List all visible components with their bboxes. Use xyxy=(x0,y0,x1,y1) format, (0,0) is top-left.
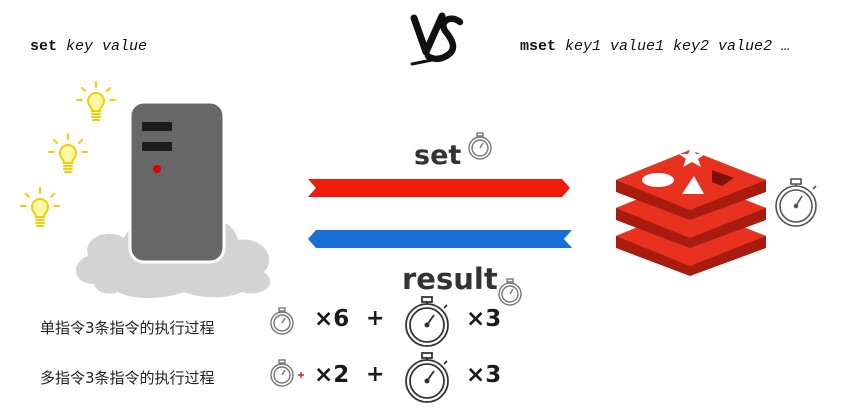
stopwatch-icon xyxy=(468,132,492,160)
request-label: set xyxy=(414,140,462,171)
big-multiplier: ×3 xyxy=(466,306,502,332)
lightbulb-icon xyxy=(20,187,60,227)
big-multiplier: ×3 xyxy=(466,362,502,388)
lightbulb-icon xyxy=(76,81,116,121)
stopwatch-icon xyxy=(270,307,294,335)
response-arrow xyxy=(308,230,572,248)
stopwatch-icon xyxy=(270,359,294,387)
server-icon xyxy=(128,100,226,264)
request-arrow xyxy=(308,179,570,197)
stopwatch-icon xyxy=(498,278,522,306)
right-command-args: key1 value1 key2 value2 … xyxy=(565,38,791,55)
lightbulb-icon xyxy=(48,133,88,173)
stopwatch-icon xyxy=(405,296,449,347)
left-command: set key value xyxy=(30,38,147,55)
left-command-keyword: set xyxy=(30,38,58,55)
right-command: mset key1 value1 key2 value2 … xyxy=(520,38,790,55)
row-label: 多指令3条指令的执行过程 xyxy=(40,369,215,387)
vs-logo xyxy=(410,12,464,66)
plus-sign: + xyxy=(366,362,385,387)
stopwatch-icon xyxy=(775,178,817,227)
redis-logo-icon xyxy=(616,146,766,276)
response-label: result xyxy=(402,262,498,296)
small-plus-icon xyxy=(298,372,304,378)
left-command-args: key value xyxy=(66,38,148,55)
plus-sign: + xyxy=(366,306,385,331)
stopwatch-icon xyxy=(405,352,449,403)
row-label: 单指令3条指令的执行过程 xyxy=(40,319,215,337)
small-multiplier: ×6 xyxy=(314,306,350,332)
small-multiplier: ×2 xyxy=(314,362,350,388)
right-command-keyword: mset xyxy=(520,38,557,55)
